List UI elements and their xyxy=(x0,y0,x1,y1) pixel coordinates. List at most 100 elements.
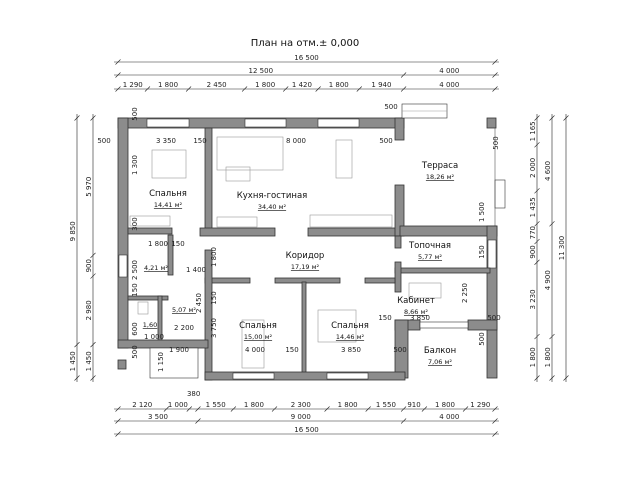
dimension-chain-top-1: 12 500 4 000 xyxy=(114,67,499,78)
room-name: Коридор xyxy=(286,251,325,261)
dimension-label: 2 120 xyxy=(132,401,152,409)
dimension-label: 4 000 xyxy=(439,81,459,89)
dimension-label: 1 800 xyxy=(544,347,552,367)
room-name: Терраса xyxy=(421,161,458,171)
window xyxy=(326,372,369,380)
dimension-label: 1 000 xyxy=(168,401,188,409)
dimension-label: 4 000 xyxy=(439,67,459,75)
interior-dimension: 1 150 xyxy=(157,352,165,372)
interior-dimension: 3 350 xyxy=(156,137,176,145)
interior-dimension: 1 800 xyxy=(210,247,218,267)
dimension-label: 9 850 xyxy=(69,221,77,241)
desk xyxy=(241,319,265,369)
interior-dimension: 500 xyxy=(478,332,486,345)
dimension-chain-top-0: 16 500 xyxy=(114,54,499,65)
interior-dimension: 150 xyxy=(131,283,139,296)
walls xyxy=(117,103,506,381)
bed xyxy=(151,149,187,179)
coffee-table xyxy=(225,166,251,182)
interior-dimension: 600 xyxy=(131,322,139,335)
interior-dimension: 500 xyxy=(131,345,139,358)
small-room-area: 1,60 xyxy=(143,321,157,329)
dimension-chain-left-0: 9 850 1 450 xyxy=(69,114,80,382)
room-area: 18,26 м² xyxy=(426,173,455,181)
room-area: 8,66 м² xyxy=(404,308,428,316)
dimension-label: 2 980 xyxy=(85,300,93,320)
room-area: 17,19 м² xyxy=(291,263,320,271)
room-name: Спальня xyxy=(239,321,277,331)
dimension-chain-right-2: 11 300 xyxy=(558,114,569,382)
dining-table xyxy=(335,139,353,179)
dimension-label: 1 800 xyxy=(435,401,455,409)
window xyxy=(146,118,190,128)
dimension-chain-bottom-2: 16 500 xyxy=(114,426,499,437)
interior-dimension: 2 250 xyxy=(461,283,469,303)
window xyxy=(487,239,497,269)
interior-dimension: 1 500 xyxy=(478,202,486,222)
room-label: Терраса 18,26 м² xyxy=(421,161,458,181)
interior-dimension: 150 xyxy=(285,346,298,354)
room-name: Топочная xyxy=(408,241,451,251)
dimension-label: 1 165 xyxy=(529,121,537,141)
interior-dimension: 500 xyxy=(384,103,397,111)
dimension-label: 9 000 xyxy=(291,413,311,421)
wardrobe xyxy=(129,215,171,227)
dimension-label: 1 800 xyxy=(329,81,349,89)
interior-dimension: 3 750 xyxy=(210,318,218,338)
dimension-label: 1 800 xyxy=(529,347,537,367)
room-area: 7,06 м² xyxy=(428,358,452,366)
interior-dimension: 3 850 xyxy=(410,314,430,322)
dimension-label: 16 500 xyxy=(294,54,319,62)
dimension-label: 12 500 xyxy=(249,67,274,75)
dimension-label: 1 450 xyxy=(69,351,77,371)
room-name: Спальня xyxy=(149,189,187,199)
interior-dimension: 1 400 xyxy=(186,266,206,274)
interior-dimension: 1 000 xyxy=(144,333,164,341)
window xyxy=(232,372,275,380)
room-area: 14,46 м² xyxy=(336,333,365,341)
dimension-label: 1 800 xyxy=(244,401,264,409)
dimension-label: 1 800 xyxy=(255,81,275,89)
dimension-label: 11 300 xyxy=(558,236,566,261)
dimension-label: 3 230 xyxy=(529,289,537,309)
room-label: Топочная 5,77 м² xyxy=(408,241,451,261)
interior-dimension: 8 000 xyxy=(286,137,306,145)
sofa xyxy=(216,136,284,171)
dimension-label: 380 xyxy=(187,390,200,398)
room-label: Кабинет 8,66 м² xyxy=(397,296,435,316)
interior-dimension: 2 500 xyxy=(131,260,139,280)
dimension-label: 4 000 xyxy=(439,413,459,421)
dimension-label: 4 600 xyxy=(544,161,552,181)
interior-dimension: 2 200 xyxy=(174,324,194,332)
bed xyxy=(317,309,357,343)
room-area: 5,77 м² xyxy=(418,253,442,261)
interior-dimension: 500 xyxy=(393,346,406,354)
room-label: Коридор 17,19 м² xyxy=(286,251,325,271)
interior-dimension: 3 850 xyxy=(341,346,361,354)
dimension-label: 1 550 xyxy=(206,401,226,409)
interior-dimension: 150 xyxy=(193,137,206,145)
plan-title: План на отм.± 0,000 xyxy=(251,38,359,49)
window xyxy=(317,118,360,128)
dimension-label: 1 420 xyxy=(292,81,312,89)
dimension-label: 900 xyxy=(529,245,537,258)
room-name: Кабинет xyxy=(397,296,435,306)
dimension-label: 1 450 xyxy=(85,351,93,371)
dimension-label: 1 435 xyxy=(529,197,537,217)
interior-dimension: 150 xyxy=(378,314,391,322)
small-room-area: 4,21 м² xyxy=(144,264,168,272)
dimension-label: 1 290 xyxy=(470,401,490,409)
toilet xyxy=(137,301,149,315)
dimension-label: 1 800 xyxy=(338,401,358,409)
dimension-label: 910 xyxy=(407,401,420,409)
window xyxy=(244,118,287,128)
